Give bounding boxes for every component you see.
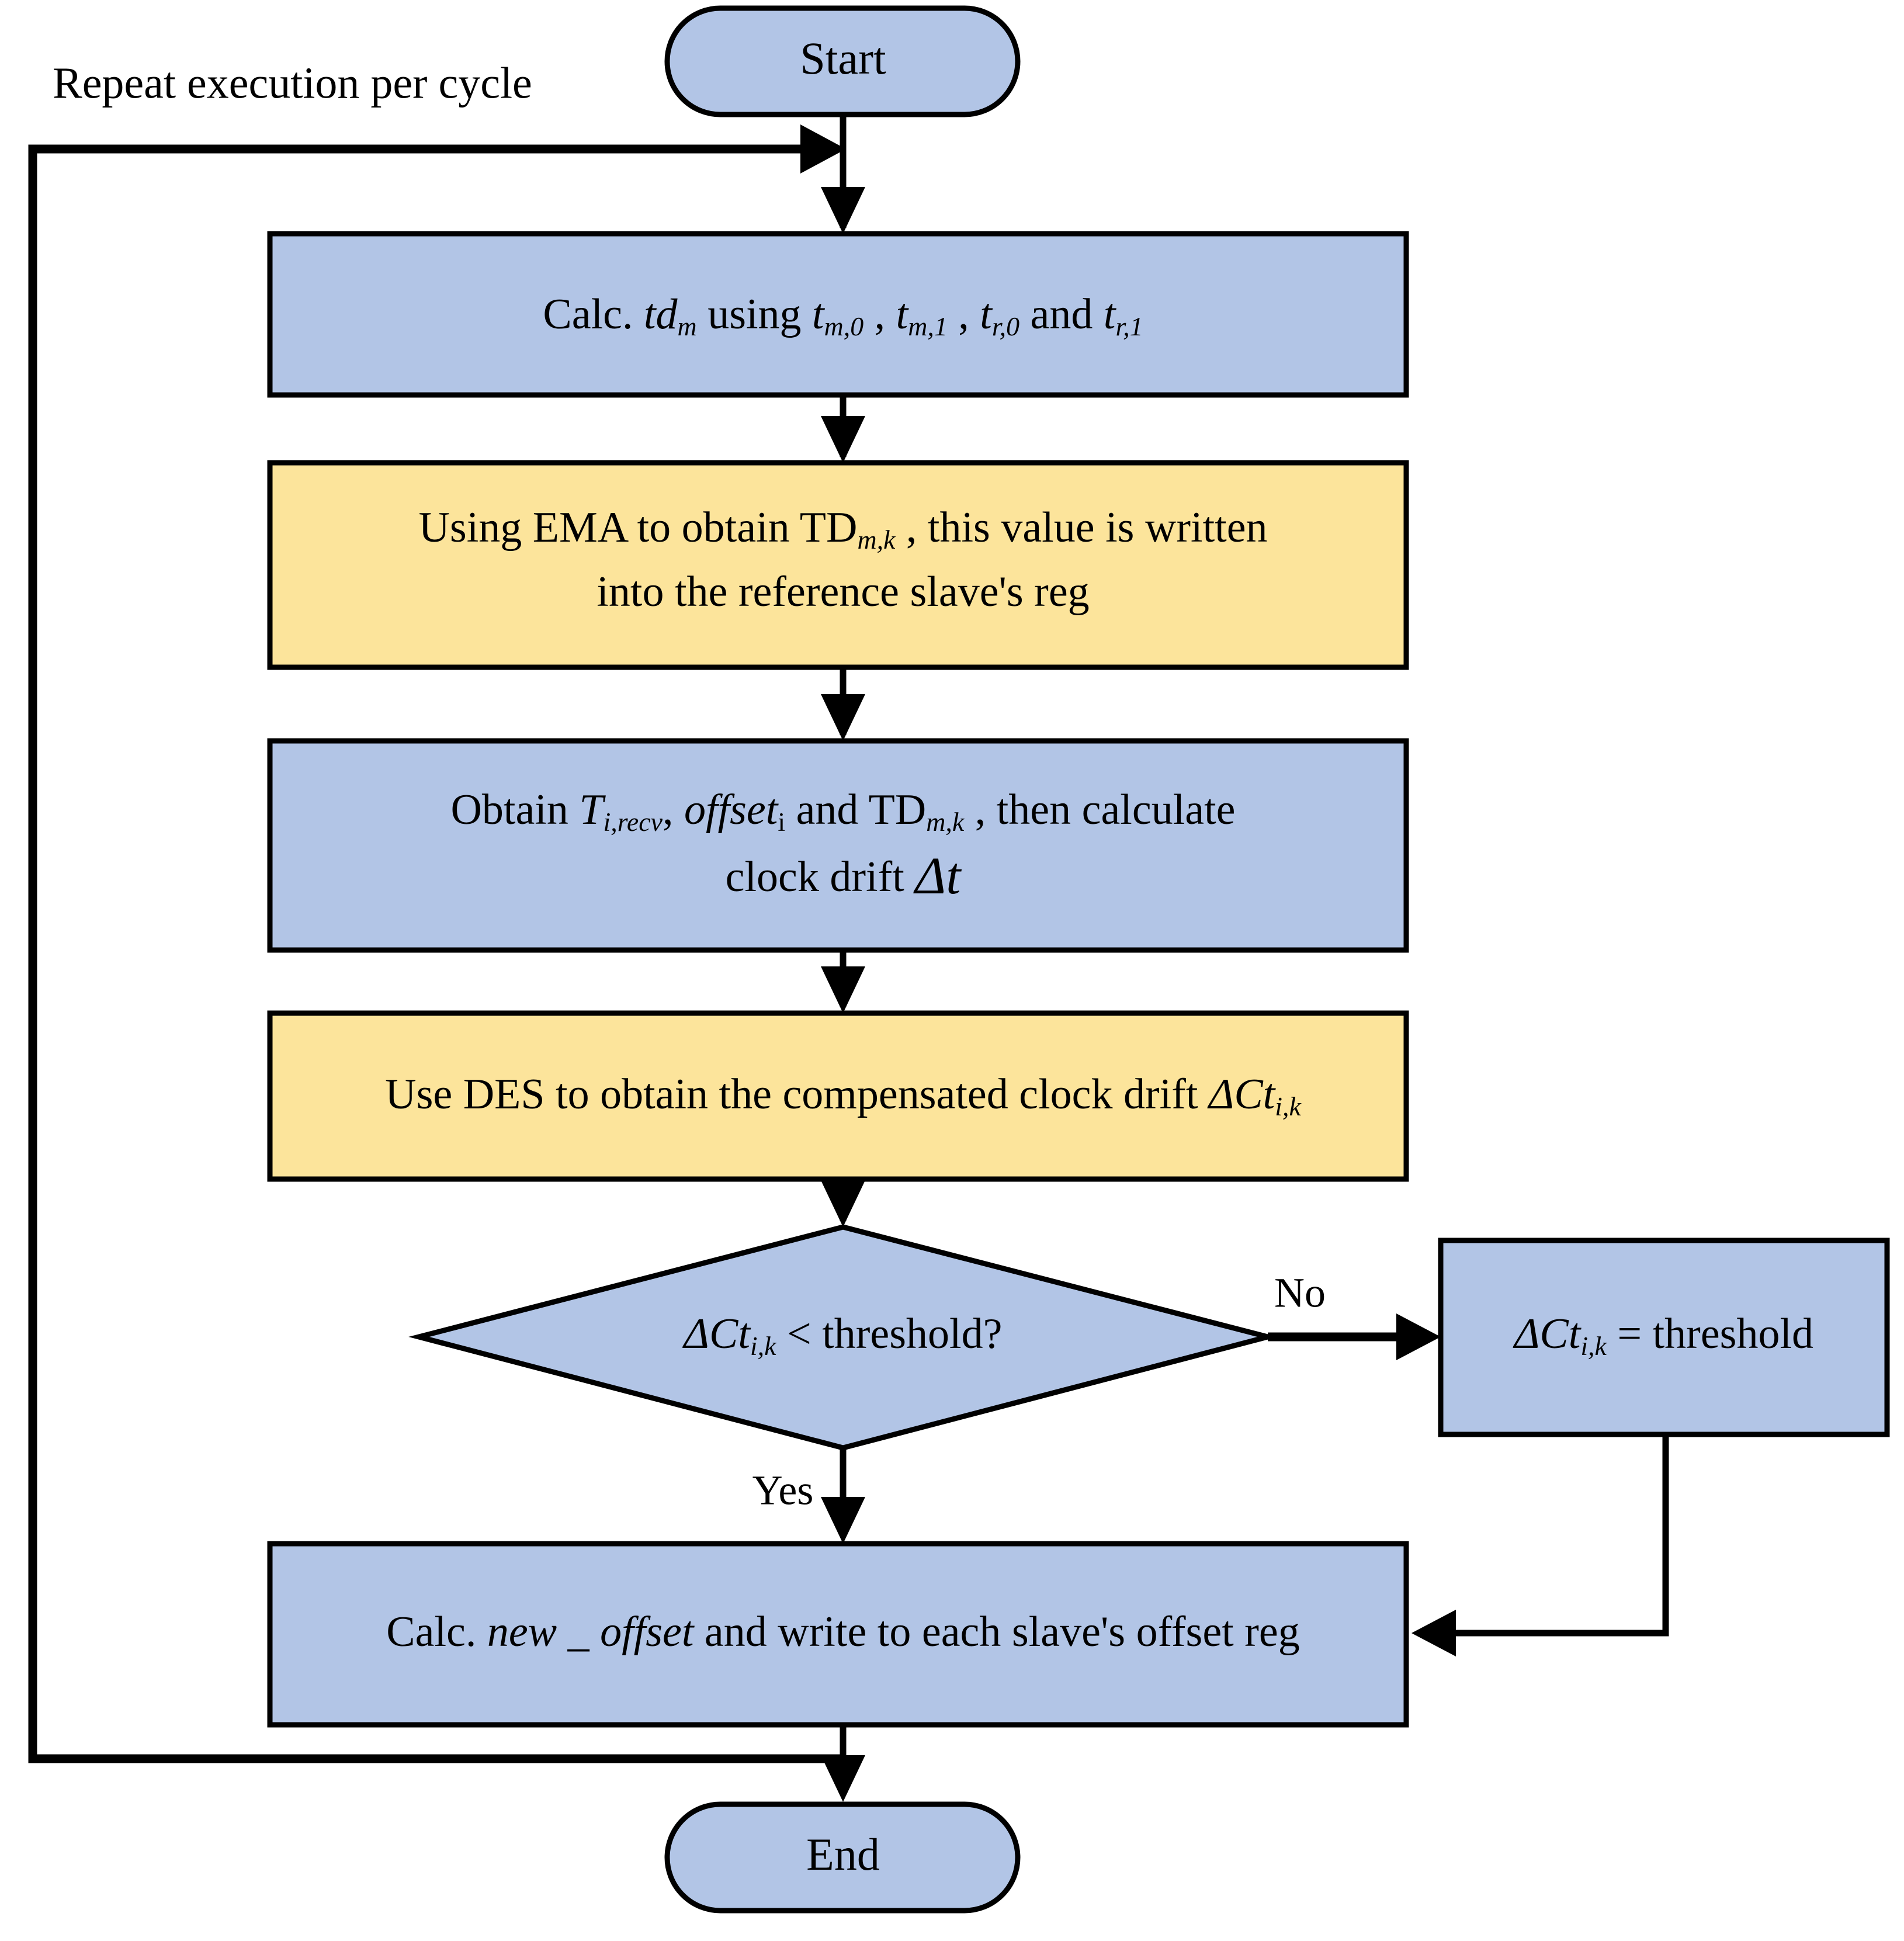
node-obtain-drift[interactable]: Obtain Ti,recv, offseti and TDm,k , then…	[267, 738, 1409, 953]
node-ema-label-line1: Using EMA to obtain TDm,k , this value i…	[418, 504, 1267, 554]
node-des-label: Use DES to obtain the compensated clock …	[385, 1070, 1302, 1121]
edge-ema-to-obtain	[821, 667, 865, 741]
node-start[interactable]: Start	[664, 5, 1021, 117]
node-clamp-label: ΔCti,k = threshold	[1513, 1310, 1813, 1361]
node-end-label: End	[806, 1829, 880, 1880]
node-calc-td-label: Calc. tdm using tm,0 , tm,1 , tr,0 and t…	[543, 290, 1143, 341]
edge-des-to-decision	[821, 1179, 865, 1227]
node-clamp-threshold[interactable]: ΔCti,k = threshold	[1438, 1238, 1890, 1437]
edge-decision-yes-to-newoffset	[821, 1448, 865, 1544]
node-des[interactable]: Use DES to obtain the compensated clock …	[267, 1010, 1409, 1182]
edge-calc-to-ema	[821, 395, 865, 463]
node-ema-label-line2: into the reference slave's reg	[596, 568, 1089, 616]
node-obtain-drift-label-line1: Obtain Ti,recv, offseti and TDm,k , then…	[450, 786, 1235, 837]
node-decision-threshold[interactable]: ΔCti,k < threshold?	[408, 1224, 1278, 1451]
edge-label-no: No	[1274, 1270, 1326, 1316]
loop-caption-label: Repeat execution per cycle	[53, 58, 532, 108]
node-calc-td[interactable]: Calc. tdm using tm,0 , tm,1 , tr,0 and t…	[267, 231, 1409, 398]
node-decision-label: ΔCti,k < threshold?	[682, 1310, 1003, 1361]
edge-loopback-repeat-cycle	[28, 124, 846, 1763]
node-start-label: Start	[800, 33, 886, 84]
edge-clamp-to-newoffset	[1411, 1434, 1669, 1656]
edge-obtain-to-des	[821, 950, 865, 1013]
edge-decision-no-to-clamp	[1268, 1313, 1441, 1360]
edge-start-to-calc	[821, 115, 865, 234]
node-obtain-drift-label-line2: clock drift Δt	[726, 847, 962, 905]
node-end[interactable]: End	[664, 1801, 1021, 1914]
edge-newoffset-to-end	[821, 1725, 865, 1802]
node-ema[interactable]: Using EMA to obtain TDm,k , this value i…	[267, 460, 1409, 670]
edge-label-yes: Yes	[752, 1467, 814, 1514]
node-new-offset-label: Calc. new _ offset and write to each sla…	[386, 1608, 1299, 1656]
node-new-offset[interactable]: Calc. new _ offset and write to each sla…	[267, 1541, 1409, 1728]
